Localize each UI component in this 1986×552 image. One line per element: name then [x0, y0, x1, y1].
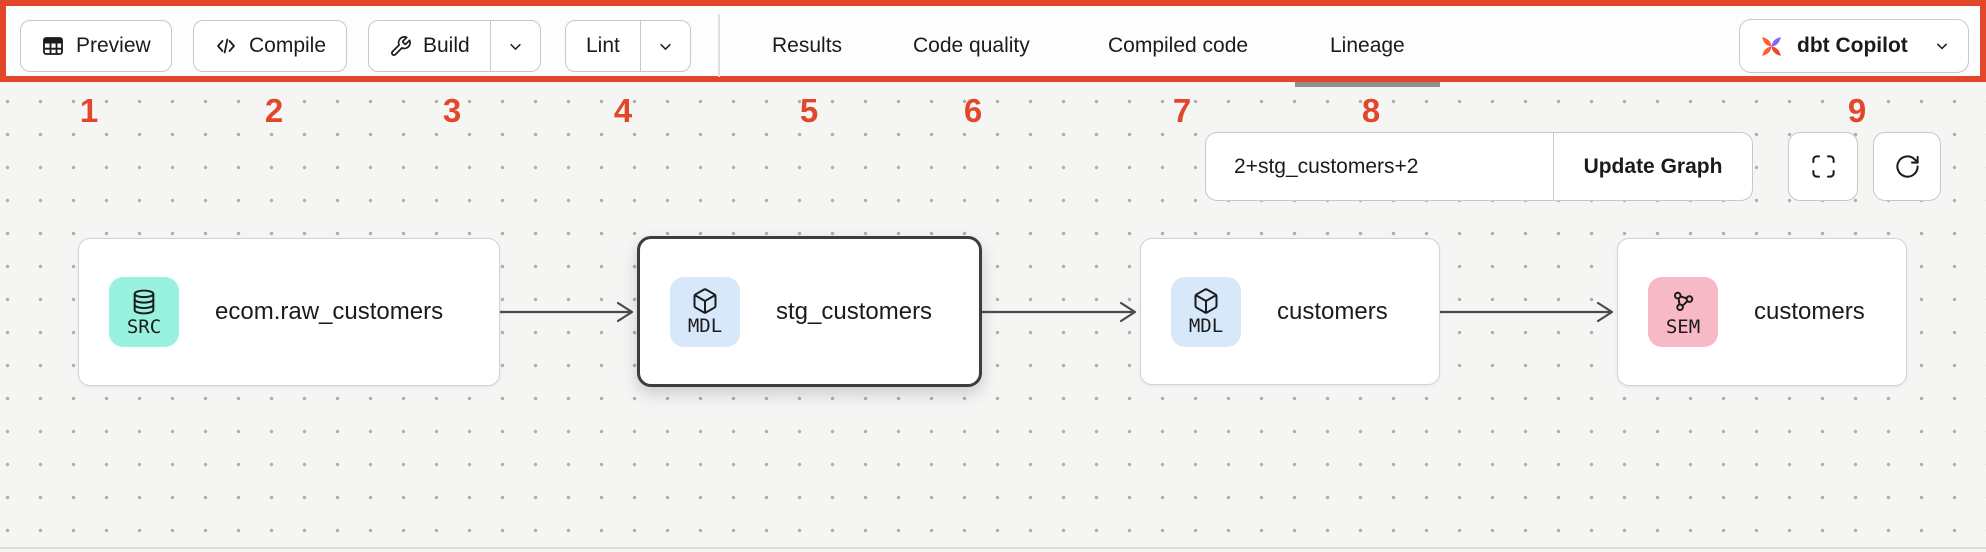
selector-divider — [1552, 133, 1554, 200]
badge-label: MDL — [1188, 315, 1224, 337]
lineage-selector: 2+stg_customers+2 Update Graph — [1205, 132, 1753, 201]
cube-icon — [693, 288, 717, 314]
badge-label: MDL — [687, 315, 723, 337]
annotation-number: 6 — [963, 92, 983, 129]
lineage-node-customers-semantic[interactable]: SEM customers — [1617, 238, 1907, 386]
selector-input[interactable]: 2+stg_customers+2 — [1234, 154, 1419, 178]
preview-button-label: Preview — [76, 34, 151, 57]
build-dropdown-toggle[interactable] — [489, 21, 540, 71]
preview-button[interactable]: Preview — [20, 20, 172, 72]
compile-button-label: Compile — [249, 34, 327, 57]
annotation-number: 7 — [1172, 92, 1192, 129]
tab-code-quality[interactable]: Code quality — [913, 34, 1030, 57]
wrench-icon — [391, 35, 411, 56]
arrowhead — [1119, 301, 1137, 323]
model-badge: MDL — [1171, 276, 1241, 347]
code-icon — [217, 38, 235, 54]
lint-button-label: Lint — [586, 34, 620, 57]
annotation-number: 8 — [1361, 92, 1381, 129]
build-button-label: Build — [423, 34, 470, 57]
badge-label: SEM — [1665, 315, 1701, 338]
lint-dropdown-toggle[interactable] — [639, 21, 690, 71]
lineage-node-stg-customers[interactable]: MDL stg_customers — [637, 236, 982, 387]
semantic-network-icon — [1673, 291, 1694, 311]
toolbar-annotation-box: Preview Compile Build — [0, 0, 1986, 82]
tab-results[interactable]: Results — [772, 34, 843, 57]
node-label: customers — [1277, 297, 1388, 325]
dbt-copilot-label: dbt Copilot — [1797, 34, 1908, 57]
lint-button[interactable]: Lint — [566, 21, 640, 71]
build-button[interactable]: Build — [369, 21, 490, 71]
lineage-node-source[interactable]: SRC ecom.raw_customers — [78, 238, 500, 386]
toolbar-divider — [718, 14, 720, 77]
database-icon — [133, 289, 155, 314]
node-label: customers — [1754, 298, 1865, 325]
annotation-number: 3 — [442, 92, 462, 129]
refresh-icon — [1895, 155, 1919, 178]
annotation-number: 1 — [79, 92, 99, 129]
arrowhead — [1596, 301, 1614, 323]
update-graph-button[interactable]: Update Graph — [1583, 154, 1723, 178]
cube-icon — [1194, 288, 1218, 314]
lint-split-button: Lint — [565, 20, 691, 72]
node-label: ecom.raw_customers — [215, 298, 444, 325]
semantic-badge: SEM — [1648, 277, 1718, 347]
chevron-down-icon — [510, 43, 521, 50]
compile-button[interactable]: Compile — [193, 20, 348, 72]
chevron-down-icon — [660, 43, 671, 50]
dbt-copilot-button[interactable]: dbt Copilot — [1739, 19, 1969, 73]
arrowhead — [616, 301, 634, 323]
build-split-button: Build — [368, 20, 541, 72]
maximize-icon — [1811, 155, 1835, 178]
annotation-number: 9 — [1847, 92, 1867, 129]
annotation-number: 2 — [264, 92, 284, 129]
tab-compiled-code[interactable]: Compiled code — [1108, 34, 1249, 57]
node-label: stg_customers — [776, 297, 933, 325]
table-icon — [43, 37, 63, 55]
bottom-divider — [0, 547, 1986, 549]
source-badge: SRC — [109, 277, 179, 347]
chevron-down-icon — [1937, 43, 1947, 50]
fullscreen-button[interactable] — [1788, 132, 1858, 201]
lineage-tab-active-indicator — [1295, 78, 1440, 87]
badge-label: SRC — [126, 315, 162, 338]
tab-lineage[interactable]: Lineage — [1330, 34, 1405, 57]
dbt-logo-icon — [1762, 36, 1781, 56]
refresh-button[interactable] — [1873, 132, 1941, 201]
lineage-node-customers-model[interactable]: MDL customers — [1140, 238, 1440, 385]
annotation-number: 4 — [613, 92, 633, 129]
model-badge: MDL — [670, 276, 740, 347]
annotation-number: 5 — [799, 92, 819, 129]
